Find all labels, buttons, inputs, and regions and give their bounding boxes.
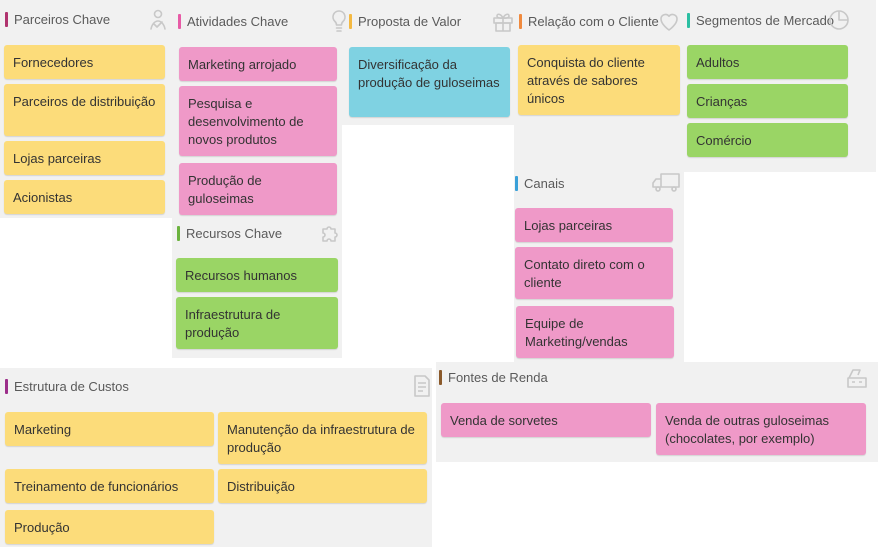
accent-bar bbox=[5, 379, 8, 394]
section-title-label: Recursos Chave bbox=[186, 226, 283, 241]
note-recursos-chave-1[interactable]: Recursos humanos bbox=[176, 258, 338, 292]
pie-chart-icon bbox=[827, 8, 851, 32]
note-atividades-chave-1[interactable]: Marketing arrojado bbox=[179, 47, 337, 81]
note-parceiros-chave-2[interactable]: Parceiros de distribuição bbox=[4, 84, 165, 136]
lightbulb-icon bbox=[327, 9, 351, 33]
note-estrutura-custos-5[interactable]: Produção bbox=[5, 510, 214, 544]
section-title-canais: Canais bbox=[515, 176, 564, 191]
puzzle-icon bbox=[319, 220, 343, 244]
accent-bar bbox=[439, 370, 442, 385]
section-title-recursos-chave: Recursos Chave bbox=[177, 226, 282, 241]
section-title-segmentos-mercado: Segmentos de Mercado bbox=[687, 13, 834, 28]
note-canais-3[interactable]: Equipe de Marketing/vendas bbox=[516, 306, 674, 358]
cash-register-icon bbox=[845, 366, 869, 390]
note-estrutura-custos-1[interactable]: Marketing bbox=[5, 412, 214, 446]
section-title-label: Fontes de Renda bbox=[448, 370, 548, 385]
accent-bar bbox=[687, 13, 690, 28]
note-parceiros-chave-1[interactable]: Fornecedores bbox=[4, 45, 165, 79]
document-icon bbox=[410, 374, 434, 398]
section-title-relacao-cliente: Relação com o Cliente bbox=[519, 14, 659, 29]
section-title-atividades-chave: Atividades Chave bbox=[178, 14, 288, 29]
note-fontes-renda-2[interactable]: Venda de outras guloseimas (chocolates, … bbox=[656, 403, 866, 455]
accent-bar bbox=[5, 12, 8, 27]
section-title-label: Relação com o Cliente bbox=[528, 14, 659, 29]
note-segmentos-mercado-2[interactable]: Crianças bbox=[687, 84, 848, 118]
note-estrutura-custos-2[interactable]: Manutenção da infraestrutura de produção bbox=[218, 412, 427, 464]
note-atividades-chave-2[interactable]: Pesquisa e desenvolvimento de novos prod… bbox=[179, 86, 337, 156]
note-relacao-cliente-1[interactable]: Conquista do cliente através de sabores … bbox=[518, 45, 680, 115]
accent-bar bbox=[349, 14, 352, 29]
note-estrutura-custos-3[interactable]: Treinamento de funcionários bbox=[5, 469, 214, 503]
section-title-label: Segmentos de Mercado bbox=[696, 13, 835, 28]
note-estrutura-custos-4[interactable]: Distribuição bbox=[218, 469, 427, 503]
gift-icon bbox=[491, 9, 515, 33]
accent-bar bbox=[519, 14, 522, 29]
accent-bar bbox=[177, 226, 180, 241]
note-fontes-renda-1[interactable]: Venda de sorvetes bbox=[441, 403, 651, 437]
handshake-icon bbox=[146, 8, 170, 32]
note-recursos-chave-2[interactable]: Infraestrutura de produção bbox=[176, 297, 338, 349]
section-title-label: Canais bbox=[524, 176, 565, 191]
note-canais-1[interactable]: Lojas parceiras bbox=[515, 208, 673, 242]
note-parceiros-chave-4[interactable]: Acionistas bbox=[4, 180, 165, 214]
note-segmentos-mercado-1[interactable]: Adultos bbox=[687, 45, 848, 79]
section-title-estrutura-custos: Estrutura de Custos bbox=[5, 379, 129, 394]
accent-bar bbox=[178, 14, 181, 29]
note-parceiros-chave-3[interactable]: Lojas parceiras bbox=[4, 141, 165, 175]
heart-icon bbox=[657, 9, 681, 33]
truck-icon bbox=[651, 170, 683, 194]
section-title-label: Atividades Chave bbox=[187, 14, 289, 29]
section-title-proposta-valor: Proposta de Valor bbox=[349, 14, 461, 29]
note-segmentos-mercado-3[interactable]: Comércio bbox=[687, 123, 848, 157]
note-canais-2[interactable]: Contato direto com o cliente bbox=[515, 247, 673, 299]
accent-bar bbox=[515, 176, 518, 191]
section-title-label: Proposta de Valor bbox=[358, 14, 462, 29]
section-title-label: Estrutura de Custos bbox=[14, 379, 129, 394]
note-atividades-chave-3[interactable]: Produção de guloseimas bbox=[179, 163, 337, 215]
section-title-fontes-renda: Fontes de Renda bbox=[439, 370, 548, 385]
note-proposta-valor-1[interactable]: Diversificação da produção de guloseimas bbox=[349, 47, 510, 117]
section-title-parceiros-chave: Parceiros Chave bbox=[5, 12, 110, 27]
section-title-label: Parceiros Chave bbox=[14, 12, 111, 27]
